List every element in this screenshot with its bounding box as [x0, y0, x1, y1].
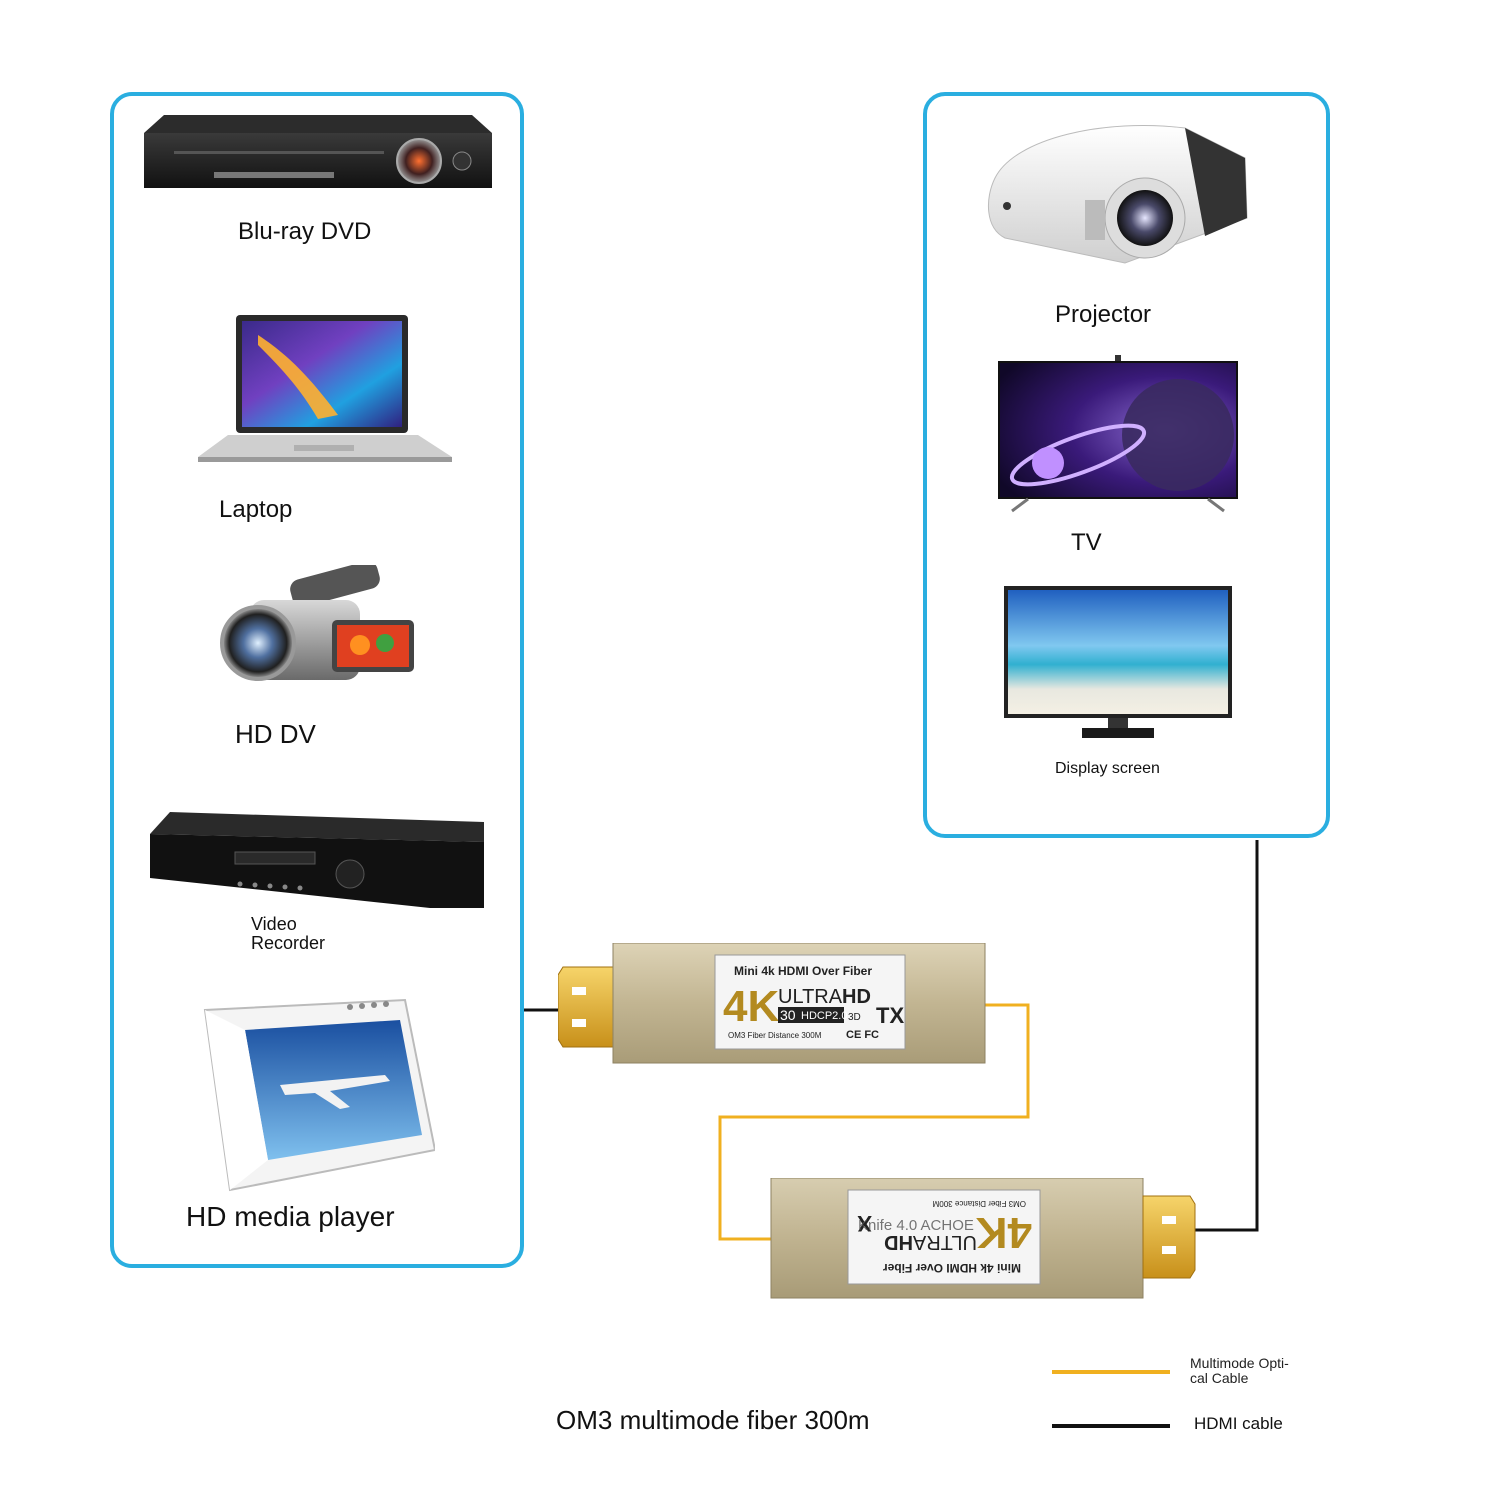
- source-label-hd-dv: HD DV: [235, 719, 316, 749]
- source-label-laptop: Laptop: [219, 496, 293, 523]
- rx-title: Mini 4k HDMI Over Fiber: [883, 1261, 1021, 1275]
- source-label-video-recorder: Video Recorder: [251, 914, 326, 953]
- legend-hdmi-label: HDMI cable: [1194, 1414, 1283, 1433]
- tx-marks: CE FC: [846, 1029, 879, 1041]
- tx-hd: HD: [842, 986, 871, 1008]
- rx-hd: HD: [884, 1231, 913, 1253]
- video-recorder-image: [150, 812, 484, 908]
- rx-extender: Mini 4k HDMI Over Fiber 4K ULTRA HD X OM…: [770, 1178, 1196, 1299]
- laptop-image: [198, 315, 452, 462]
- hd-media-player-image: [203, 998, 435, 1192]
- display-label-display-screen: Display screen: [1055, 760, 1160, 777]
- fiber-caption: OM3 multimode fiber 300m: [556, 1405, 870, 1435]
- tx-mode: TX: [876, 1003, 904, 1028]
- tv-image: [998, 355, 1238, 513]
- tx-ultra: ULTRA: [778, 986, 843, 1008]
- rx-watermark: Knife 4.0 ACHOE: [858, 1217, 974, 1234]
- source-label-hd-media-player: HD media player: [186, 1201, 395, 1232]
- tx-fps: 30: [780, 1007, 796, 1023]
- blu-ray-dvd-image: [144, 115, 492, 188]
- tx-title: Mini 4k HDMI Over Fiber: [734, 964, 872, 978]
- hd-dv-image: [220, 565, 414, 681]
- display-label-projector: Projector: [1055, 301, 1152, 328]
- optical-cable-tx-to-rx: [718, 1003, 1030, 1241]
- tx-hdmi-plug: [558, 966, 614, 1048]
- tx-big: 4K: [723, 982, 779, 1031]
- legend-optical-label: Multimode Opti- cal Cable: [1190, 1355, 1289, 1386]
- source-label-blu-ray-dvd: Blu-ray DVD: [238, 218, 372, 245]
- tx-hdcp: HDCP2.0: [801, 1010, 847, 1022]
- tx-extender: Mini 4k HDMI Over Fiber 4K ULTRA HD 30 H…: [558, 943, 986, 1064]
- rx-big: 4K: [976, 1208, 1032, 1257]
- display-label-tv: TV: [1071, 529, 1102, 556]
- rx-hdmi-plug: [1142, 1195, 1196, 1279]
- rx-footer: OM3 Fiber Distance 300M: [932, 1199, 1026, 1208]
- tx-3d: 3D: [848, 1012, 861, 1023]
- projector-image: [987, 125, 1248, 264]
- rx-mode: X: [857, 1211, 872, 1236]
- hdmi-cable-rx-to-display: [1195, 840, 1259, 1232]
- rx-ultra: ULTRA: [912, 1231, 977, 1253]
- tx-footer: OM3 Fiber Distance 300M: [728, 1031, 822, 1040]
- display-screen-image: [1004, 586, 1232, 738]
